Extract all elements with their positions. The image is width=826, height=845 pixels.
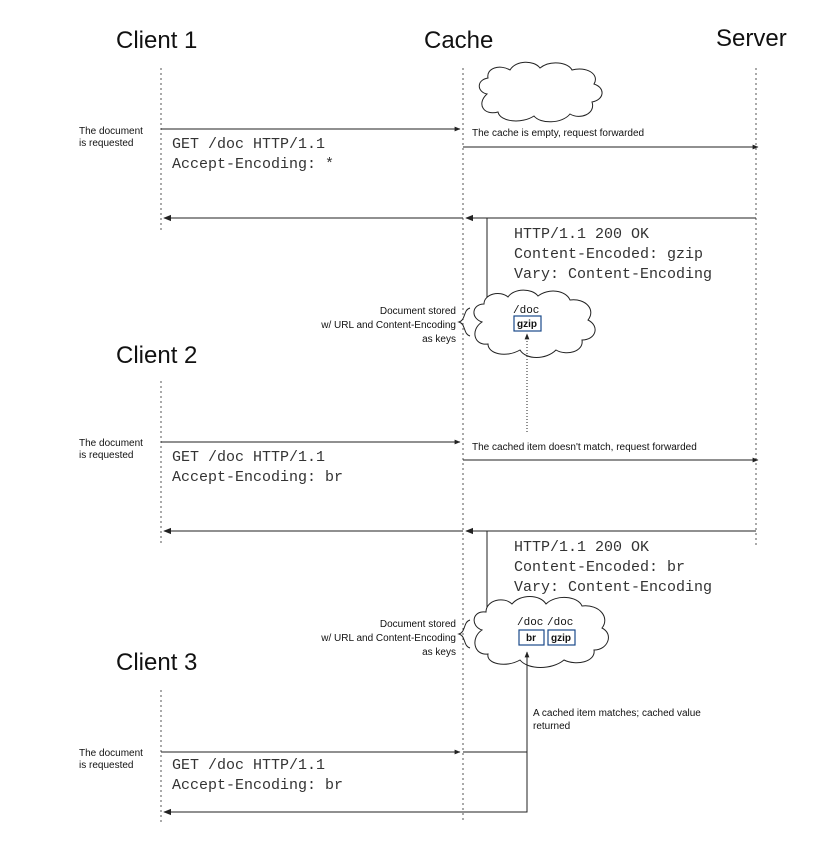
lane-title-cache: Cache <box>424 27 493 54</box>
response-1-line2: Content-Encoded: gzip <box>514 246 703 263</box>
cache-key-gzip-1-label: gzip <box>517 319 537 330</box>
note-stored-1-l2: w/ URL and Content-Encoding <box>320 320 456 331</box>
cache-key-gzip-2-label: gzip <box>551 633 571 644</box>
request-1-line1: GET /doc HTTP/1.1 <box>172 136 325 153</box>
request-3-line1: GET /doc HTTP/1.1 <box>172 757 325 774</box>
request-2-line1: GET /doc HTTP/1.1 <box>172 449 325 466</box>
note-requested-1-l2: is requested <box>79 138 133 149</box>
request-1-line2: Accept-Encoding: * <box>172 156 334 173</box>
response-1-line3: Vary: Content-Encoding <box>514 266 712 283</box>
cache-entry-1-url: /doc <box>513 305 539 317</box>
response-2-line1: HTTP/1.1 200 OK <box>514 539 649 556</box>
lane-title-client2: Client 2 <box>116 342 197 369</box>
cache-entry-2b-url: /doc <box>547 617 573 629</box>
note-requested-3-l2: is requested <box>79 760 133 771</box>
note-no-match: The cached item doesn't match, request f… <box>472 442 697 453</box>
lookup-path-3 <box>463 651 530 753</box>
request-2-line2: Accept-Encoding: br <box>172 469 343 486</box>
note-match-l1: A cached item matches; cached value <box>533 708 701 719</box>
note-match-l2: returned <box>533 721 570 732</box>
note-requested-1-l1: The document <box>79 126 143 137</box>
cache-key-br <box>518 629 545 646</box>
note-stored-2-l1: Document stored <box>380 619 456 630</box>
note-stored-1-l1: Document stored <box>380 306 456 317</box>
bracket-1 <box>457 307 471 337</box>
cache-key-br-label: br <box>526 633 536 644</box>
cache-key-gzip-1 <box>513 315 542 332</box>
note-requested-3-l1: The document <box>79 748 143 759</box>
lane-title-client3: Client 3 <box>116 649 197 676</box>
lane-title-client1: Client 1 <box>116 27 197 54</box>
response-2-line2: Content-Encoded: br <box>514 559 685 576</box>
response-1-line1: HTTP/1.1 200 OK <box>514 226 649 243</box>
note-requested-2-l1: The document <box>79 438 143 449</box>
cache-entry-2a-url: /doc <box>517 617 543 629</box>
bracket-2 <box>457 619 471 649</box>
note-stored-2-l3: as keys <box>422 647 456 658</box>
note-requested-2-l2: is requested <box>79 450 133 461</box>
request-3-line2: Accept-Encoding: br <box>172 777 343 794</box>
note-stored-2-l2: w/ URL and Content-Encoding <box>320 633 456 644</box>
cache-key-gzip-2 <box>547 629 576 646</box>
cache-cloud-empty <box>478 61 603 123</box>
return-arrow-3 <box>163 752 528 816</box>
response-2-line3: Vary: Content-Encoding <box>514 579 712 596</box>
lane-title-server: Server <box>716 25 787 52</box>
note-cache-empty: The cache is empty, request forwarded <box>472 128 644 139</box>
note-stored-1-l3: as keys <box>422 334 456 345</box>
